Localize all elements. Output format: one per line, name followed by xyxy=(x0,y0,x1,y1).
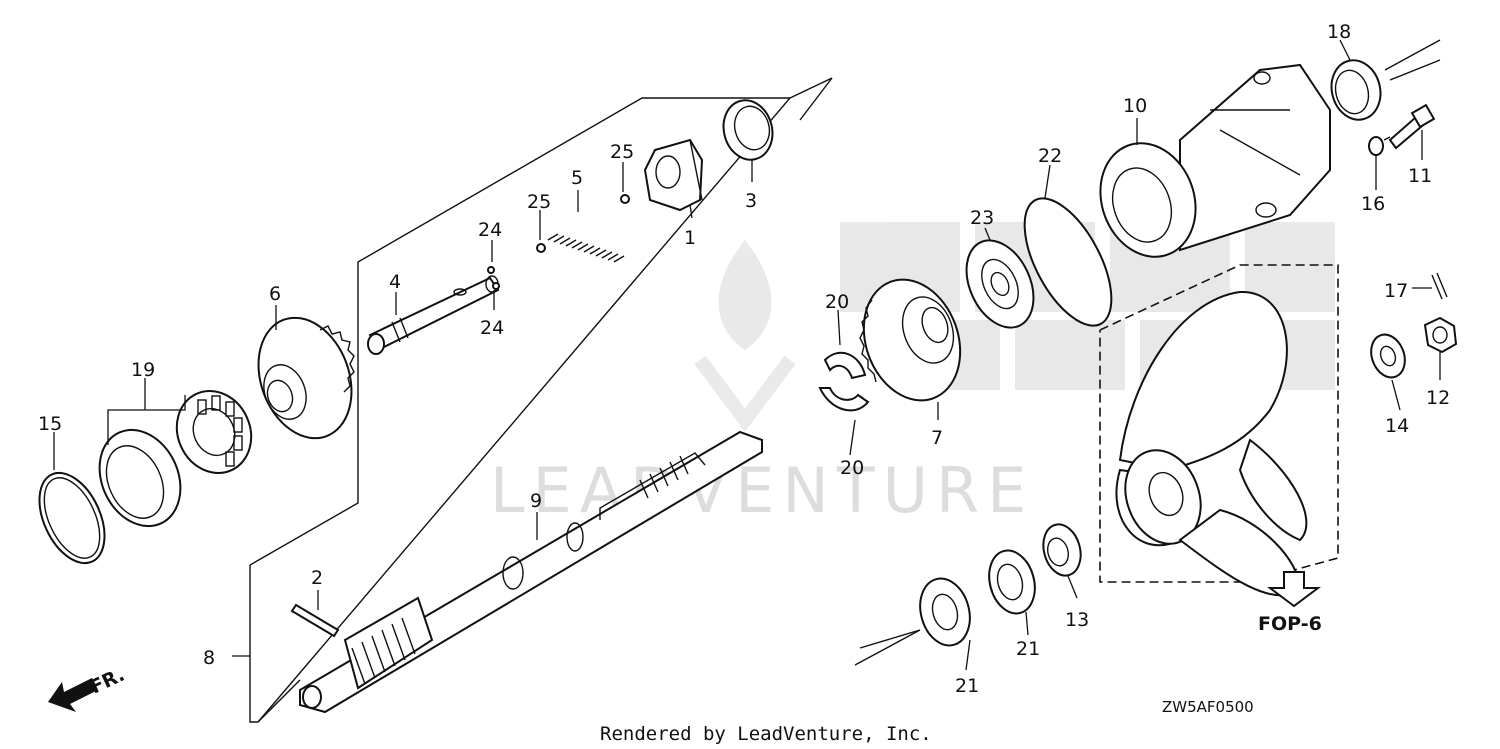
part-14-washer xyxy=(1370,333,1406,379)
front-direction-arrow: FR. xyxy=(48,664,128,712)
callout-8: 8 xyxy=(203,647,215,669)
callout-19: 19 xyxy=(131,359,155,381)
diagram-code: ZW5AF0500 xyxy=(1162,698,1254,716)
callout-12: 12 xyxy=(1426,387,1450,409)
part-23-bearing xyxy=(965,239,1035,329)
part-21-thrust-washer-b xyxy=(919,577,971,647)
callout-9: 9 xyxy=(530,490,542,512)
callout-23: 23 xyxy=(970,207,994,229)
front-arrow-icon xyxy=(48,678,98,712)
reference-label: FOP-6 xyxy=(1258,613,1322,635)
part-7-reverse-bevel-gear xyxy=(859,278,962,402)
part-20-washer-a xyxy=(823,351,867,380)
callout-18: 18 xyxy=(1327,21,1351,43)
part-1-clutch xyxy=(643,138,704,212)
part-2-pin xyxy=(290,603,340,638)
callout-24-b: 24 xyxy=(480,317,504,339)
part-11-bolt xyxy=(1388,103,1436,150)
part-12-castle-nut xyxy=(1423,316,1458,354)
callout-4: 4 xyxy=(389,271,401,293)
footer-credit: Rendered by LeadVenture, Inc. xyxy=(600,723,932,745)
part-5-spring xyxy=(547,233,625,263)
shaft-assembly-outline xyxy=(249,77,833,723)
callout-22: 22 xyxy=(1038,145,1062,167)
part-21-thrust-washer-a xyxy=(988,549,1036,615)
part-19-bearing xyxy=(98,390,253,528)
callout-25-b: 25 xyxy=(610,141,634,163)
part-20-washer-b xyxy=(818,387,870,412)
callout-20-b: 20 xyxy=(840,457,864,479)
part-9-propeller-shaft xyxy=(299,430,763,714)
down-arrow-icon xyxy=(1267,571,1321,608)
part-24-pin-a xyxy=(487,266,495,274)
watermark-text: LEADVENTURE xyxy=(490,454,1034,527)
part-3-collar xyxy=(722,99,774,161)
callout-20-a: 20 xyxy=(825,291,849,313)
part-10-bearing-holder xyxy=(1099,63,1331,258)
callout-1: 1 xyxy=(684,227,696,249)
shaft-axis-lines xyxy=(854,136,1391,666)
callout-15: 15 xyxy=(38,413,62,435)
callout-13: 13 xyxy=(1065,609,1089,631)
callout-25-a: 25 xyxy=(527,191,551,213)
leader-lines xyxy=(53,39,1441,671)
callout-17: 17 xyxy=(1384,280,1408,302)
part-16-washer xyxy=(1368,136,1384,156)
callout-11: 11 xyxy=(1408,165,1432,187)
callout-14: 14 xyxy=(1385,415,1409,437)
part-15-oring xyxy=(38,471,106,565)
propeller-reference xyxy=(1099,264,1339,597)
part-4-shifter xyxy=(367,275,500,355)
callout-16: 16 xyxy=(1361,193,1385,215)
part-22-oring xyxy=(1023,197,1113,327)
callout-21-b: 21 xyxy=(1016,638,1040,660)
callout-10: 10 xyxy=(1123,95,1147,117)
callout-7: 7 xyxy=(931,427,943,449)
part-6-bevel-gear xyxy=(257,316,355,440)
callout-labels: 1 2 3 4 5 6 7 8 9 10 11 12 13 14 15 16 1… xyxy=(38,21,1450,697)
part-24-pin-b xyxy=(492,282,500,290)
watermark-logo xyxy=(694,240,796,432)
part-13-spacer xyxy=(1042,523,1082,577)
callout-24-a: 24 xyxy=(478,219,502,241)
part-25-ball-b xyxy=(620,194,630,204)
callout-6: 6 xyxy=(269,283,281,305)
part-25-ball-a xyxy=(536,243,546,253)
callout-5: 5 xyxy=(571,167,583,189)
callout-2: 2 xyxy=(311,567,323,589)
front-label: FR. xyxy=(87,664,128,699)
callout-3: 3 xyxy=(745,190,757,212)
part-17-cotter-pin xyxy=(1431,272,1448,300)
callout-21-a: 21 xyxy=(955,675,979,697)
part-18-needle-bearing xyxy=(1330,39,1441,121)
